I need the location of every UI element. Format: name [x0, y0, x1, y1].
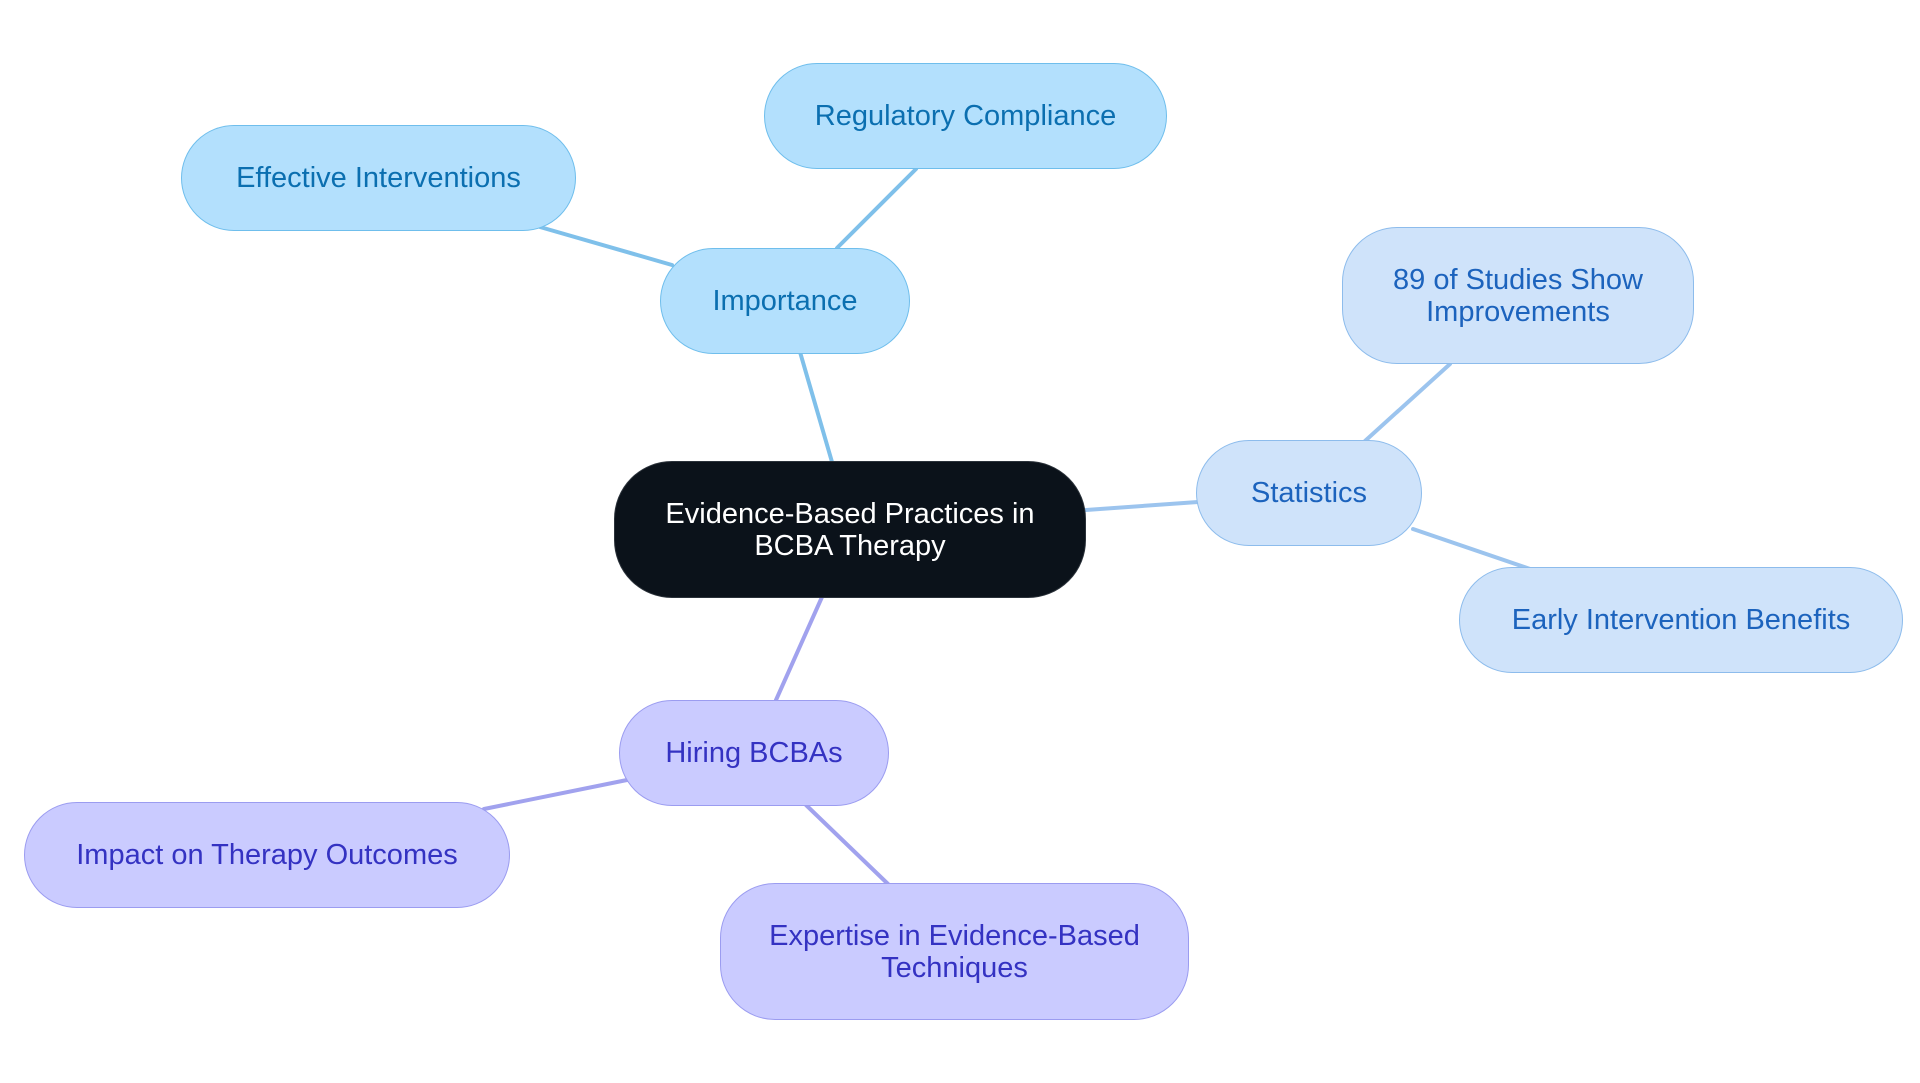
branch-node-hiring-bcbas: Hiring BCBAs — [619, 700, 889, 806]
edge-statistics-early-intervention — [1411, 527, 1535, 572]
leaf-label-regulatory-compliance: Regulatory Compliance — [814, 100, 1117, 132]
branch-node-statistics: Statistics — [1196, 440, 1422, 546]
branch-label-importance: Importance — [712, 285, 858, 317]
branch-node-importance: Importance — [660, 248, 910, 354]
edge-importance-regulatory-compliance — [835, 167, 918, 250]
leaf-node-regulatory-compliance: Regulatory Compliance — [764, 63, 1167, 169]
leaf-node-impact-outcomes: Impact on Therapy Outcomes — [24, 802, 510, 908]
edge-hiring-impact — [482, 778, 629, 811]
leaf-label-effective-interventions: Effective Interventions — [236, 162, 521, 194]
edge-center-statistics — [1084, 500, 1200, 512]
edge-hiring-expertise — [804, 803, 890, 886]
branch-label-hiring-bcbas: Hiring BCBAs — [665, 737, 843, 769]
edge-statistics-studies — [1363, 362, 1452, 443]
central-topic-label: Evidence-Based Practices in BCBA Therapy — [665, 497, 1035, 562]
edge-center-hiring — [774, 595, 824, 702]
edge-importance-effective-interventions — [538, 225, 674, 267]
leaf-node-early-intervention: Early Intervention Benefits — [1459, 567, 1903, 673]
central-topic-node: Evidence-Based Practices in BCBA Therapy — [614, 461, 1086, 598]
leaf-label-impact-outcomes: Impact on Therapy Outcomes — [76, 839, 458, 871]
leaf-node-effective-interventions: Effective Interventions — [181, 125, 576, 231]
leaf-label-expertise-techniques: Expertise in Evidence-Based Techniques — [769, 919, 1140, 984]
leaf-label-early-intervention: Early Intervention Benefits — [1511, 604, 1851, 636]
branch-label-statistics: Statistics — [1250, 477, 1368, 509]
edge-center-importance — [798, 350, 834, 464]
leaf-node-studies-improvements: 89 of Studies Show Improvements — [1342, 227, 1694, 364]
leaf-label-studies-improvements: 89 of Studies Show Improvements — [1393, 263, 1643, 328]
leaf-node-expertise-techniques: Expertise in Evidence-Based Techniques — [720, 883, 1189, 1020]
